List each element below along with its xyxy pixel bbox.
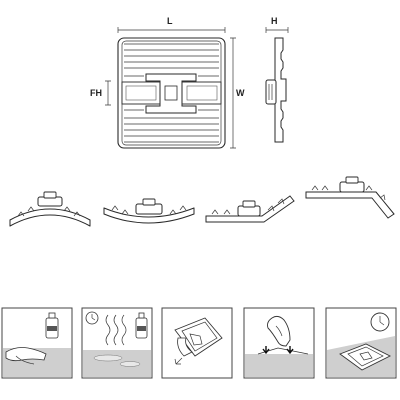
side-view-mount	[265, 37, 287, 143]
height-label: H	[271, 16, 278, 26]
flex-example-bend-down	[305, 176, 395, 219]
length-label: L	[167, 16, 173, 26]
dimension-height: H	[265, 16, 289, 33]
dimension-fixing-hole: FH	[90, 80, 111, 106]
flex-example-curve-deep	[9, 191, 91, 227]
step-clean-surface	[1, 307, 73, 379]
top-view-mount	[117, 37, 226, 149]
dimension-width: W	[230, 37, 245, 149]
fixing-hole-label: FH	[90, 88, 102, 98]
step-press-down	[243, 307, 315, 379]
step-wait-time	[325, 307, 397, 379]
step-dry-surface	[81, 307, 153, 379]
dimension-length: L	[117, 16, 226, 33]
flex-example-bend-up	[205, 195, 295, 223]
step-peel-liner	[161, 307, 233, 379]
flex-example-curve-shallow	[103, 198, 195, 224]
width-label: W	[236, 88, 245, 98]
